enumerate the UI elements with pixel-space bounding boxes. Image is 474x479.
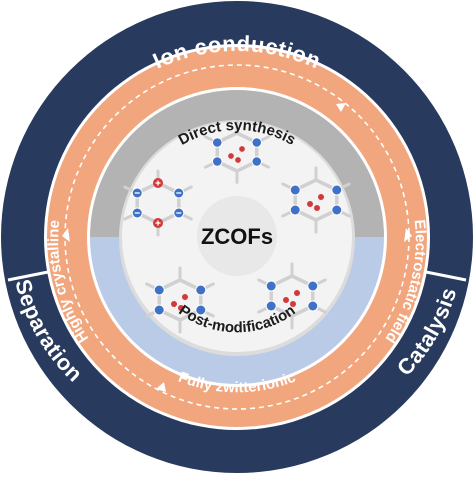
arrow-top-right (336, 103, 346, 112)
molecule-right-icon (281, 166, 351, 234)
center-core (197, 196, 277, 276)
molecule-left-icon (123, 169, 193, 237)
molecule-bottom-right-icon (257, 262, 327, 330)
arrow-left (62, 228, 70, 242)
molecule-top-icon (203, 120, 271, 184)
arrow-right (404, 228, 412, 242)
molecule-bottom-left-icon (145, 266, 215, 334)
label-zcofs: ZCOFs (201, 224, 273, 249)
arrow-bottom-left (156, 382, 166, 392)
